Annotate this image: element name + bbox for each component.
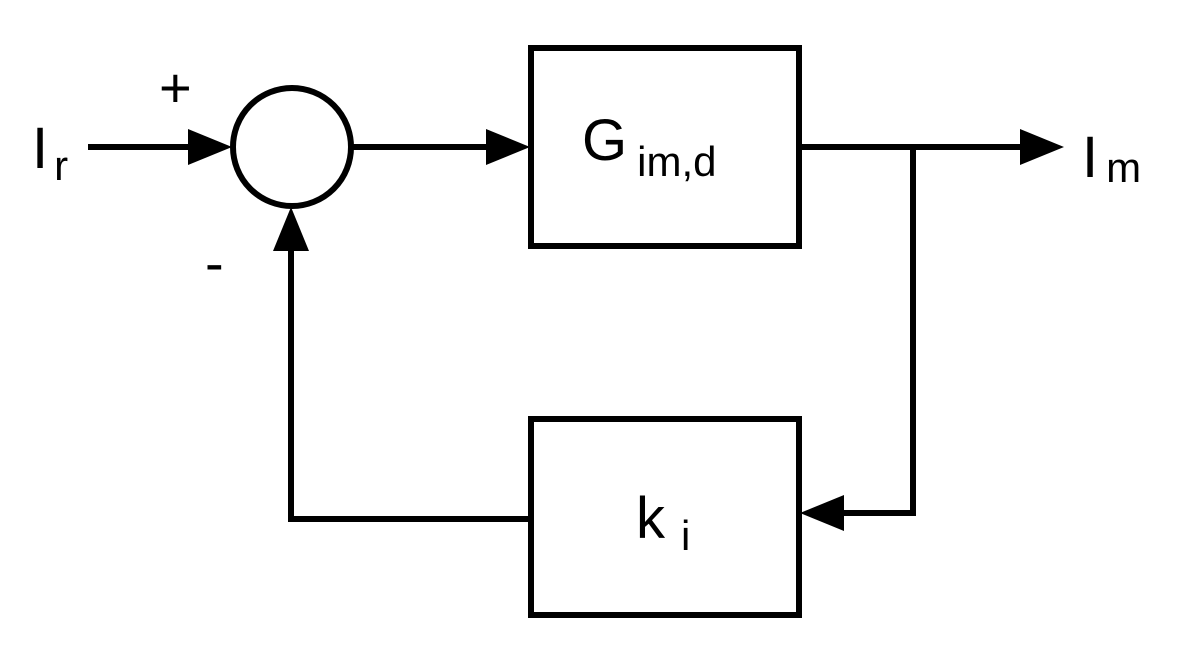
- feedback-input-arrowhead: [800, 495, 844, 531]
- forward-input-arrowhead: [486, 129, 530, 165]
- output-arrowhead: [1020, 129, 1064, 165]
- feedback-return-wire: [288, 250, 531, 522]
- plus-sign: +: [159, 56, 192, 119]
- input-arrowhead: [188, 129, 232, 165]
- feedback-block: [528, 416, 802, 618]
- feedback-branch-wire: [840, 147, 916, 516]
- feedback-return-arrowhead: [273, 207, 309, 251]
- summing-junction: [230, 85, 354, 209]
- minus-sign: -: [205, 231, 224, 294]
